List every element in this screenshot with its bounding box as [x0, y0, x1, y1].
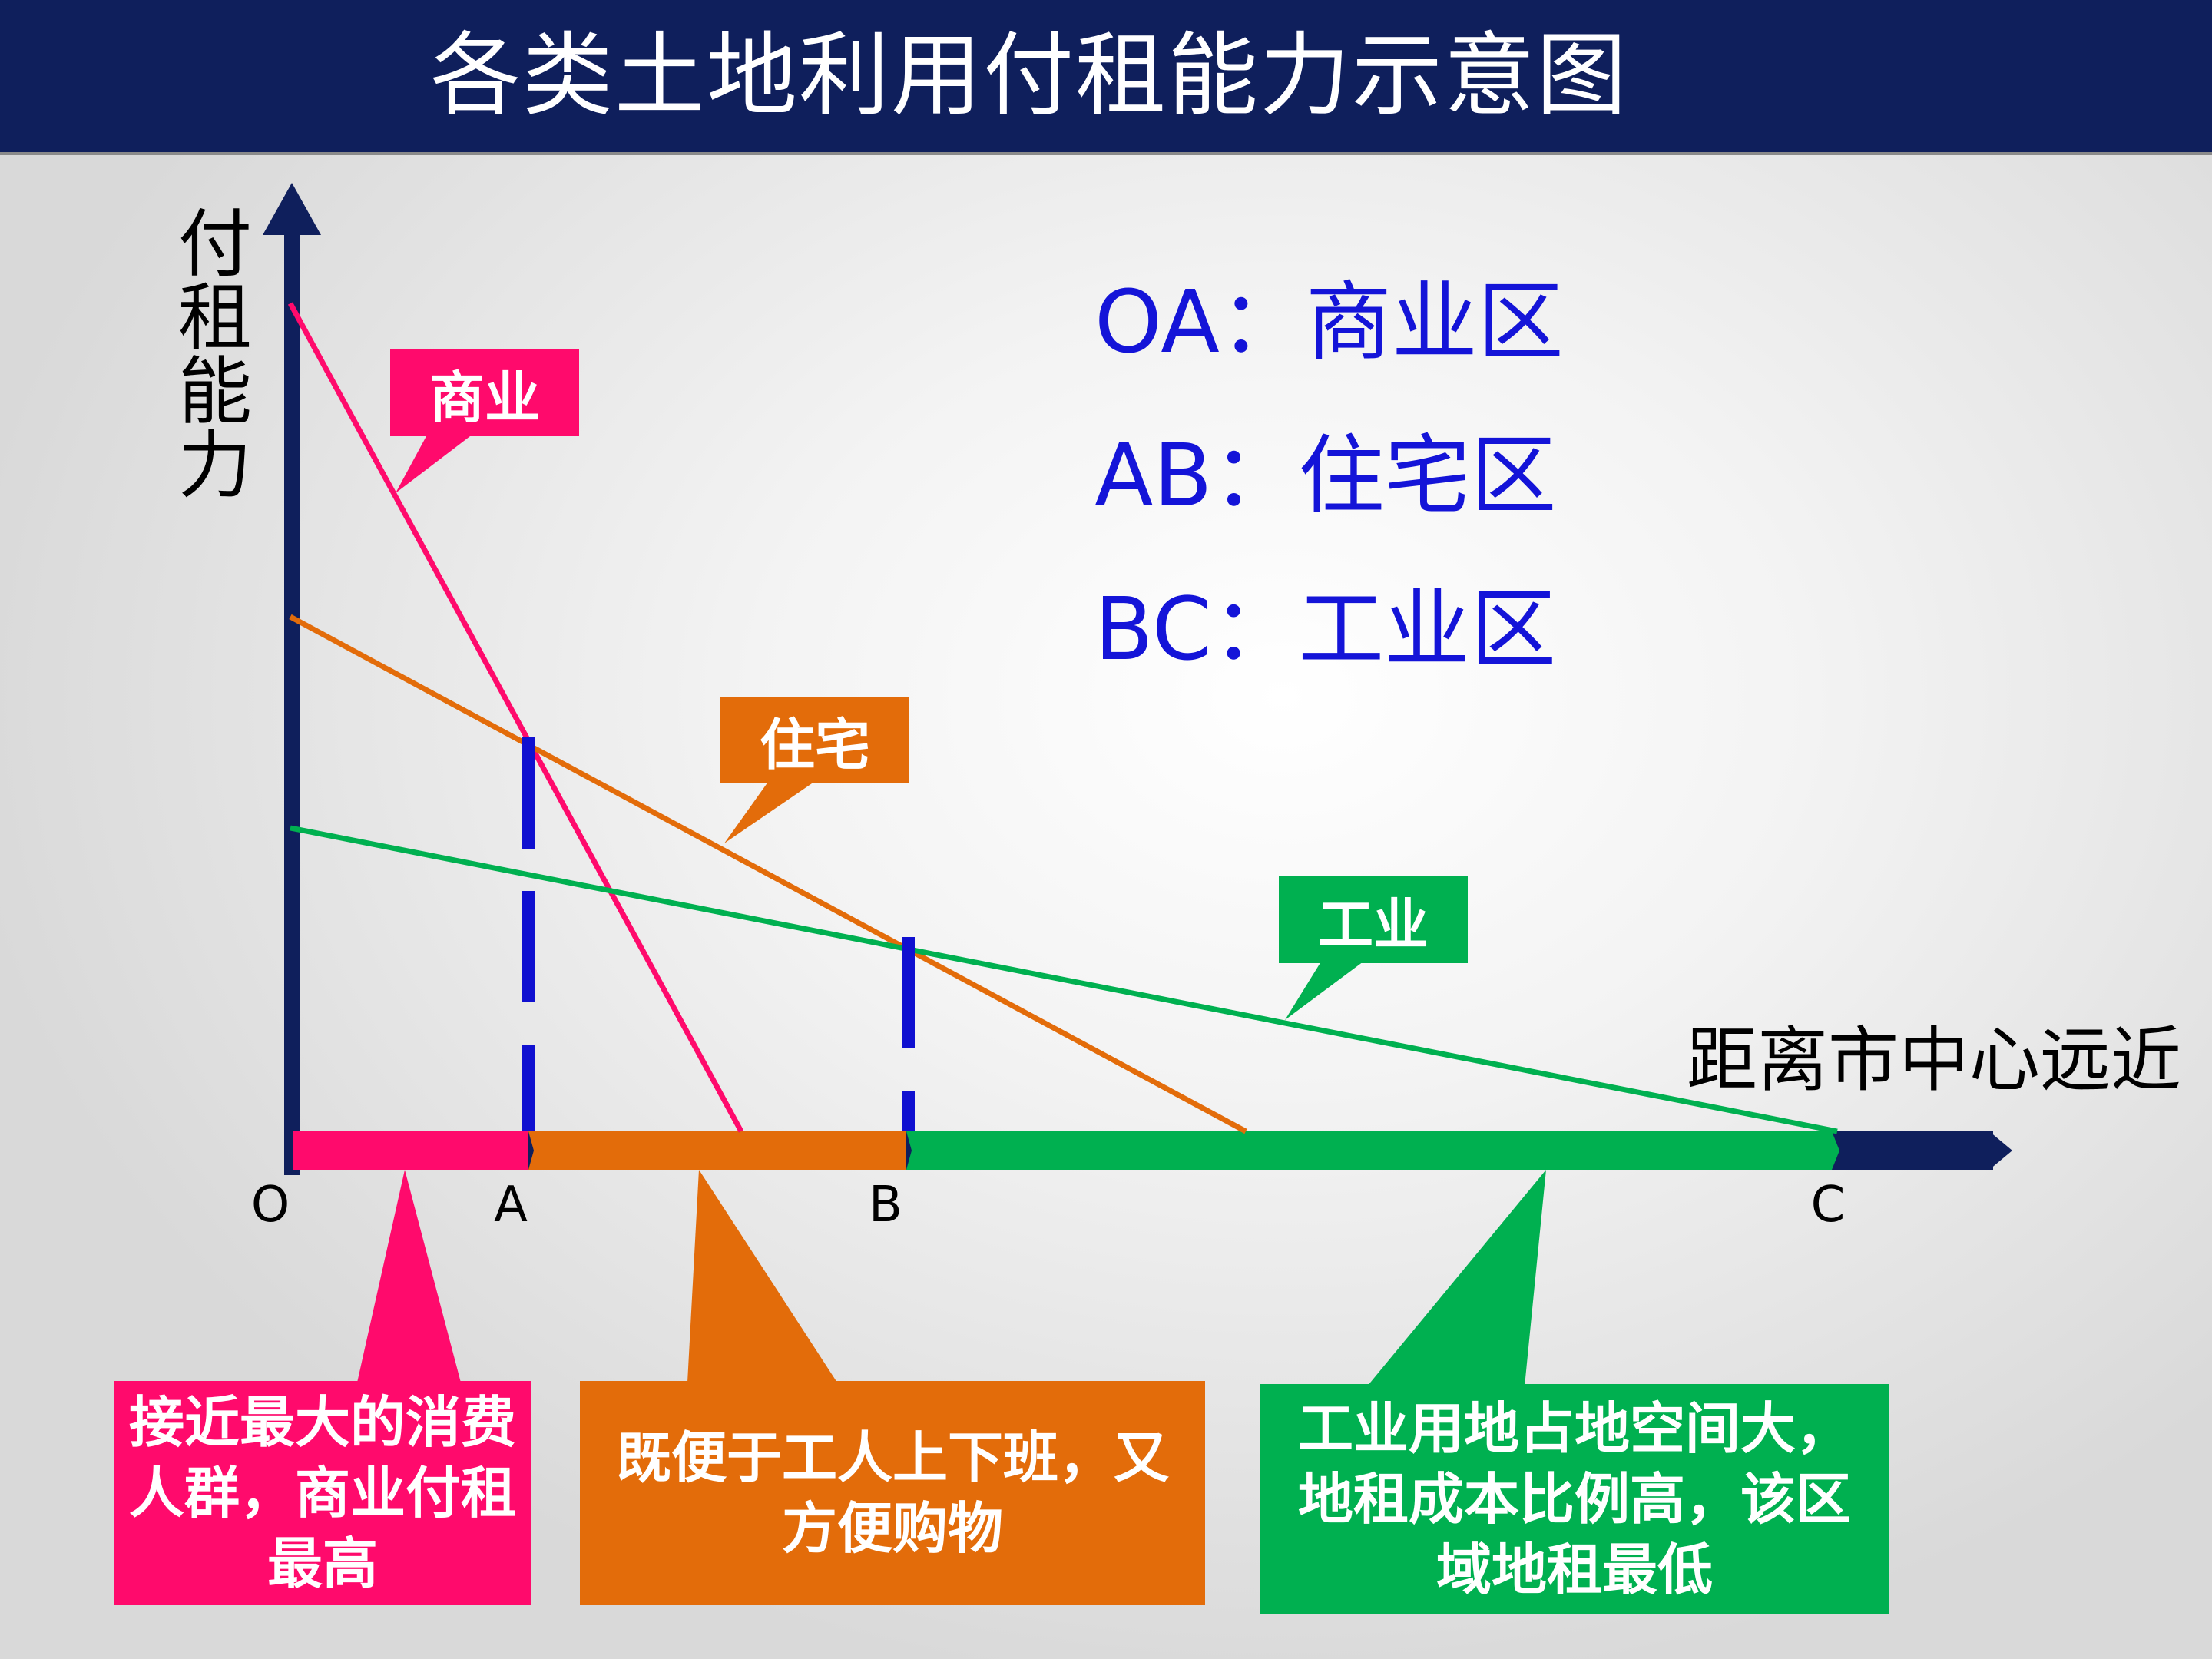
industrial-curve-tag: 工业 — [1279, 876, 1468, 963]
y-axis — [284, 230, 300, 1175]
residential-tag-pointer — [724, 782, 814, 843]
point-label-b: B — [869, 1177, 902, 1233]
industrial-note: 工业用地占地空间大，地租成本比例高，该区域地租最低 — [1260, 1384, 1889, 1614]
frame-divider — [0, 152, 2212, 155]
legend-zone: 商业区 — [1305, 273, 1564, 373]
residential-curve-tag: 住宅 — [720, 697, 909, 783]
x-axis-arrow — [1989, 1131, 2012, 1170]
legend-item-ab: AB：住宅区 — [1094, 426, 1556, 526]
commercial-note-pointer — [357, 1170, 461, 1382]
legend-zone: 工业区 — [1298, 580, 1557, 680]
residential-note: 既便于工人上下班，又方便购物 — [580, 1381, 1205, 1605]
commercial-curve-tag: 商业 — [390, 349, 579, 436]
y-axis-label-char: 能 — [178, 349, 252, 435]
segment-ab — [528, 1131, 906, 1170]
residential-rent-line — [289, 614, 1247, 1134]
industrial-note-pointer — [1367, 1170, 1546, 1386]
segment-oa — [293, 1131, 528, 1170]
industrial-rent-line — [290, 825, 1838, 1134]
legend-sep: ： — [1212, 426, 1299, 526]
legend-sep: ： — [1212, 580, 1299, 680]
legend-item-bc: BC：工业区 — [1094, 580, 1556, 680]
x-axis-label: 距离市中心远近 — [1687, 1019, 2181, 1101]
industrial-tag-pointer — [1285, 962, 1363, 1020]
y-axis-label-char: 力 — [178, 422, 252, 508]
commercial-rent-line — [287, 302, 744, 1133]
y-axis-arrow — [263, 183, 321, 235]
commercial-note: 接近最大的消费人群，商业付租最高 — [114, 1381, 531, 1605]
residential-note-pointer — [687, 1170, 837, 1382]
y-axis-label-char: 付 — [178, 201, 252, 287]
title-bar: 各类土地利用付租能力示意图 — [0, 0, 2212, 152]
legend-zone: 住宅区 — [1298, 426, 1557, 526]
page-title: 各类土地利用付租能力示意图 — [430, 22, 1629, 128]
legend-code: OA — [1094, 273, 1220, 373]
y-axis-label-char: 租 — [178, 275, 252, 361]
legend-item-oa: OA：商业区 — [1094, 273, 1564, 373]
legend-sep: ： — [1219, 273, 1306, 373]
legend-code: BC — [1094, 580, 1213, 680]
legend-code: AB — [1094, 426, 1213, 526]
point-label-c: C — [1811, 1177, 1846, 1233]
commercial-tag-pointer — [396, 436, 470, 493]
point-label-o: O — [251, 1177, 290, 1233]
point-label-a: A — [494, 1177, 528, 1233]
segment-bc — [906, 1131, 1839, 1170]
